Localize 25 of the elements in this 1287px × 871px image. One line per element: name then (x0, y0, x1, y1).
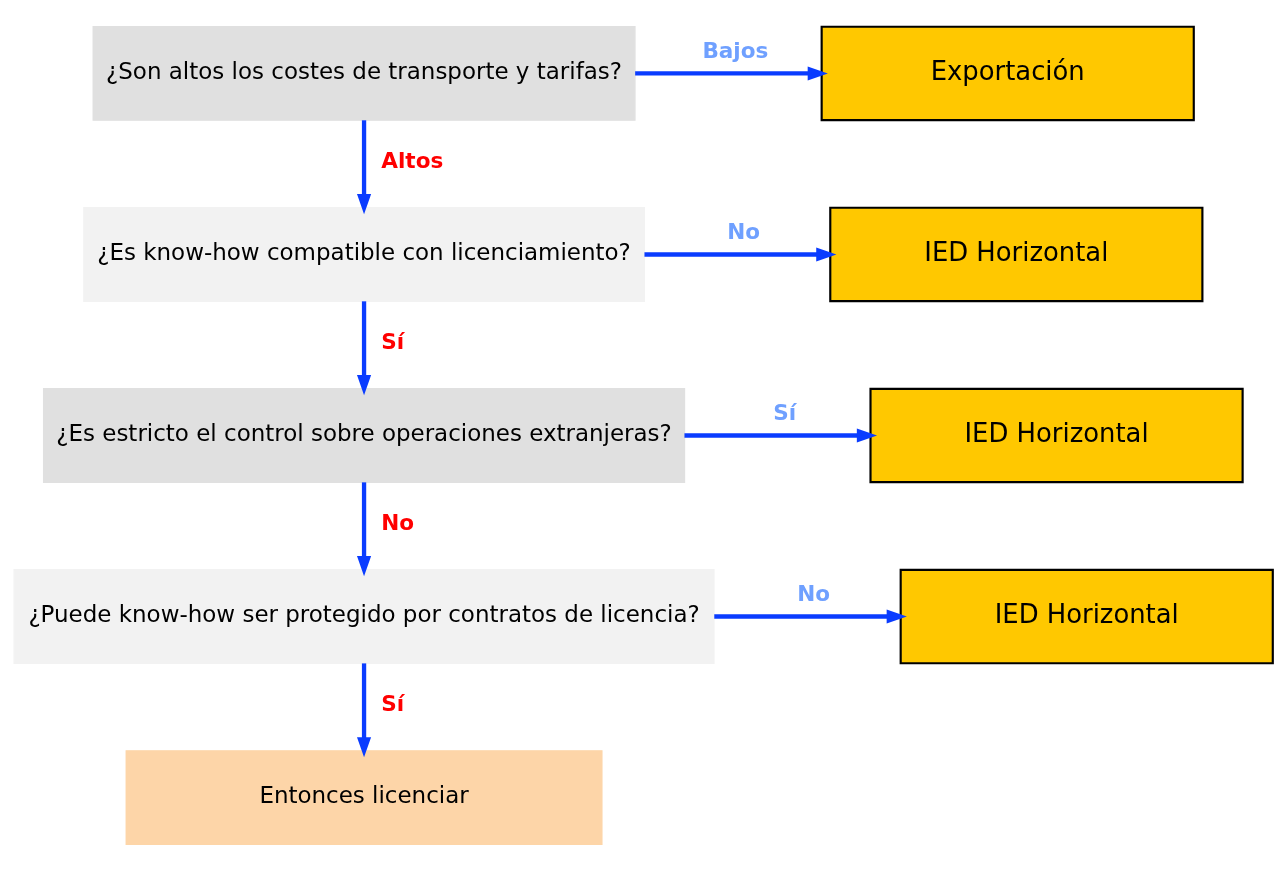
arrow (684, 428, 877, 443)
arrow (357, 663, 372, 758)
node-box: IED Horizontal (899, 568, 1274, 665)
node-box: ¿Son altos los costes de transporte y tarifas? (92, 26, 636, 121)
arrow (357, 120, 372, 215)
edge-label: Bajos (702, 38, 769, 64)
node-box: Entonces licenciar (125, 750, 603, 845)
arrow (357, 301, 372, 396)
node-box: IED Horizontal (829, 206, 1204, 303)
arrow (635, 66, 828, 81)
edge-label: Sí (381, 691, 405, 717)
edge-label: Sí (773, 400, 797, 426)
arrow (644, 247, 837, 262)
edge-label: No (381, 510, 415, 536)
arrow (714, 609, 907, 624)
node-box: ¿Es know-how compatible con licenciamiento? (83, 207, 645, 302)
edge-label: Altos (381, 148, 444, 174)
edge-label: No (797, 581, 831, 607)
node-box: ¿Puede know-how ser protegido por contratos de licencia? (13, 569, 715, 664)
node-box: IED Horizontal (869, 387, 1244, 484)
edge-label: Sí (381, 329, 405, 355)
node-box: Exportación (820, 25, 1195, 122)
node-box: ¿Es estricto el control sobre operaciones extranjeras? (42, 388, 686, 483)
arrow (357, 482, 372, 577)
edge-label: No (727, 219, 761, 245)
